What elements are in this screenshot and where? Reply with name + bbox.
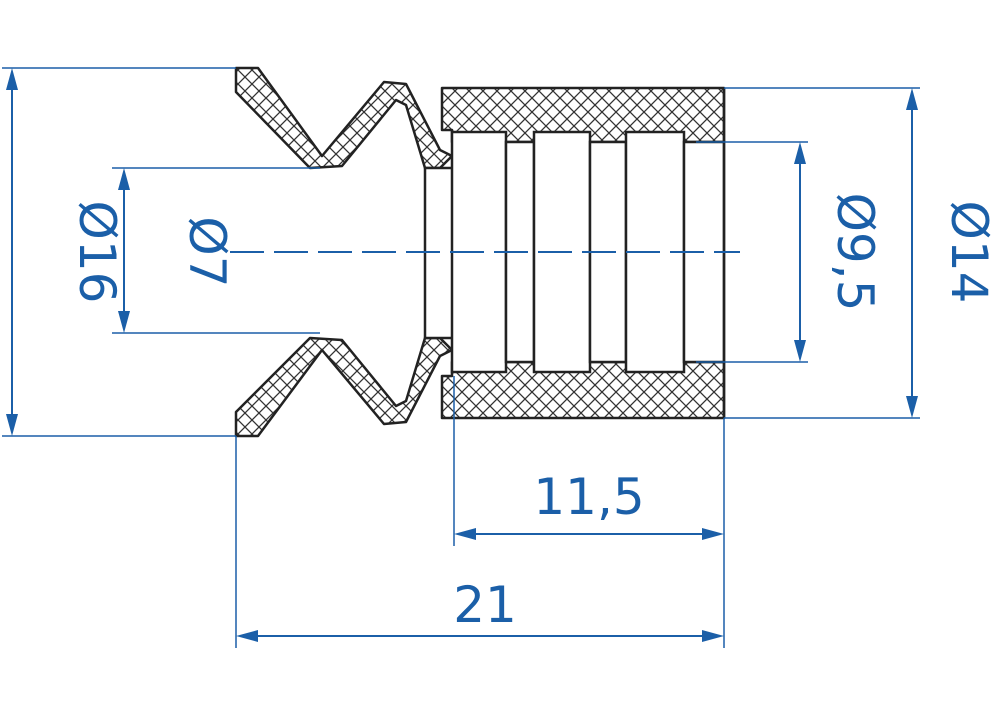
- outer-diameter-label: Ø14: [940, 201, 998, 304]
- dimension-bore-diameter: Ø9,5: [696, 141, 884, 363]
- total-length-label: 21: [453, 576, 517, 634]
- bellows-lower-wall: [234, 336, 454, 438]
- dimension-inner-diameter: Ø7: [112, 167, 320, 334]
- dimension-outer-diameter: Ø14: [724, 87, 998, 419]
- overall-diameter-label: Ø16: [68, 201, 126, 304]
- dimension-total-length: 21: [235, 436, 724, 648]
- bellows-upper-wall: [234, 66, 454, 170]
- dimension-overall-diameter: Ø16: [2, 67, 236, 437]
- body-length-label: 11,5: [533, 468, 644, 526]
- dimension-body-length: 11,5: [453, 376, 725, 648]
- inner-diameter-label: Ø7: [178, 216, 236, 287]
- suction-cup-part: [230, 66, 740, 438]
- bore-diameter-label: Ø9,5: [826, 193, 884, 312]
